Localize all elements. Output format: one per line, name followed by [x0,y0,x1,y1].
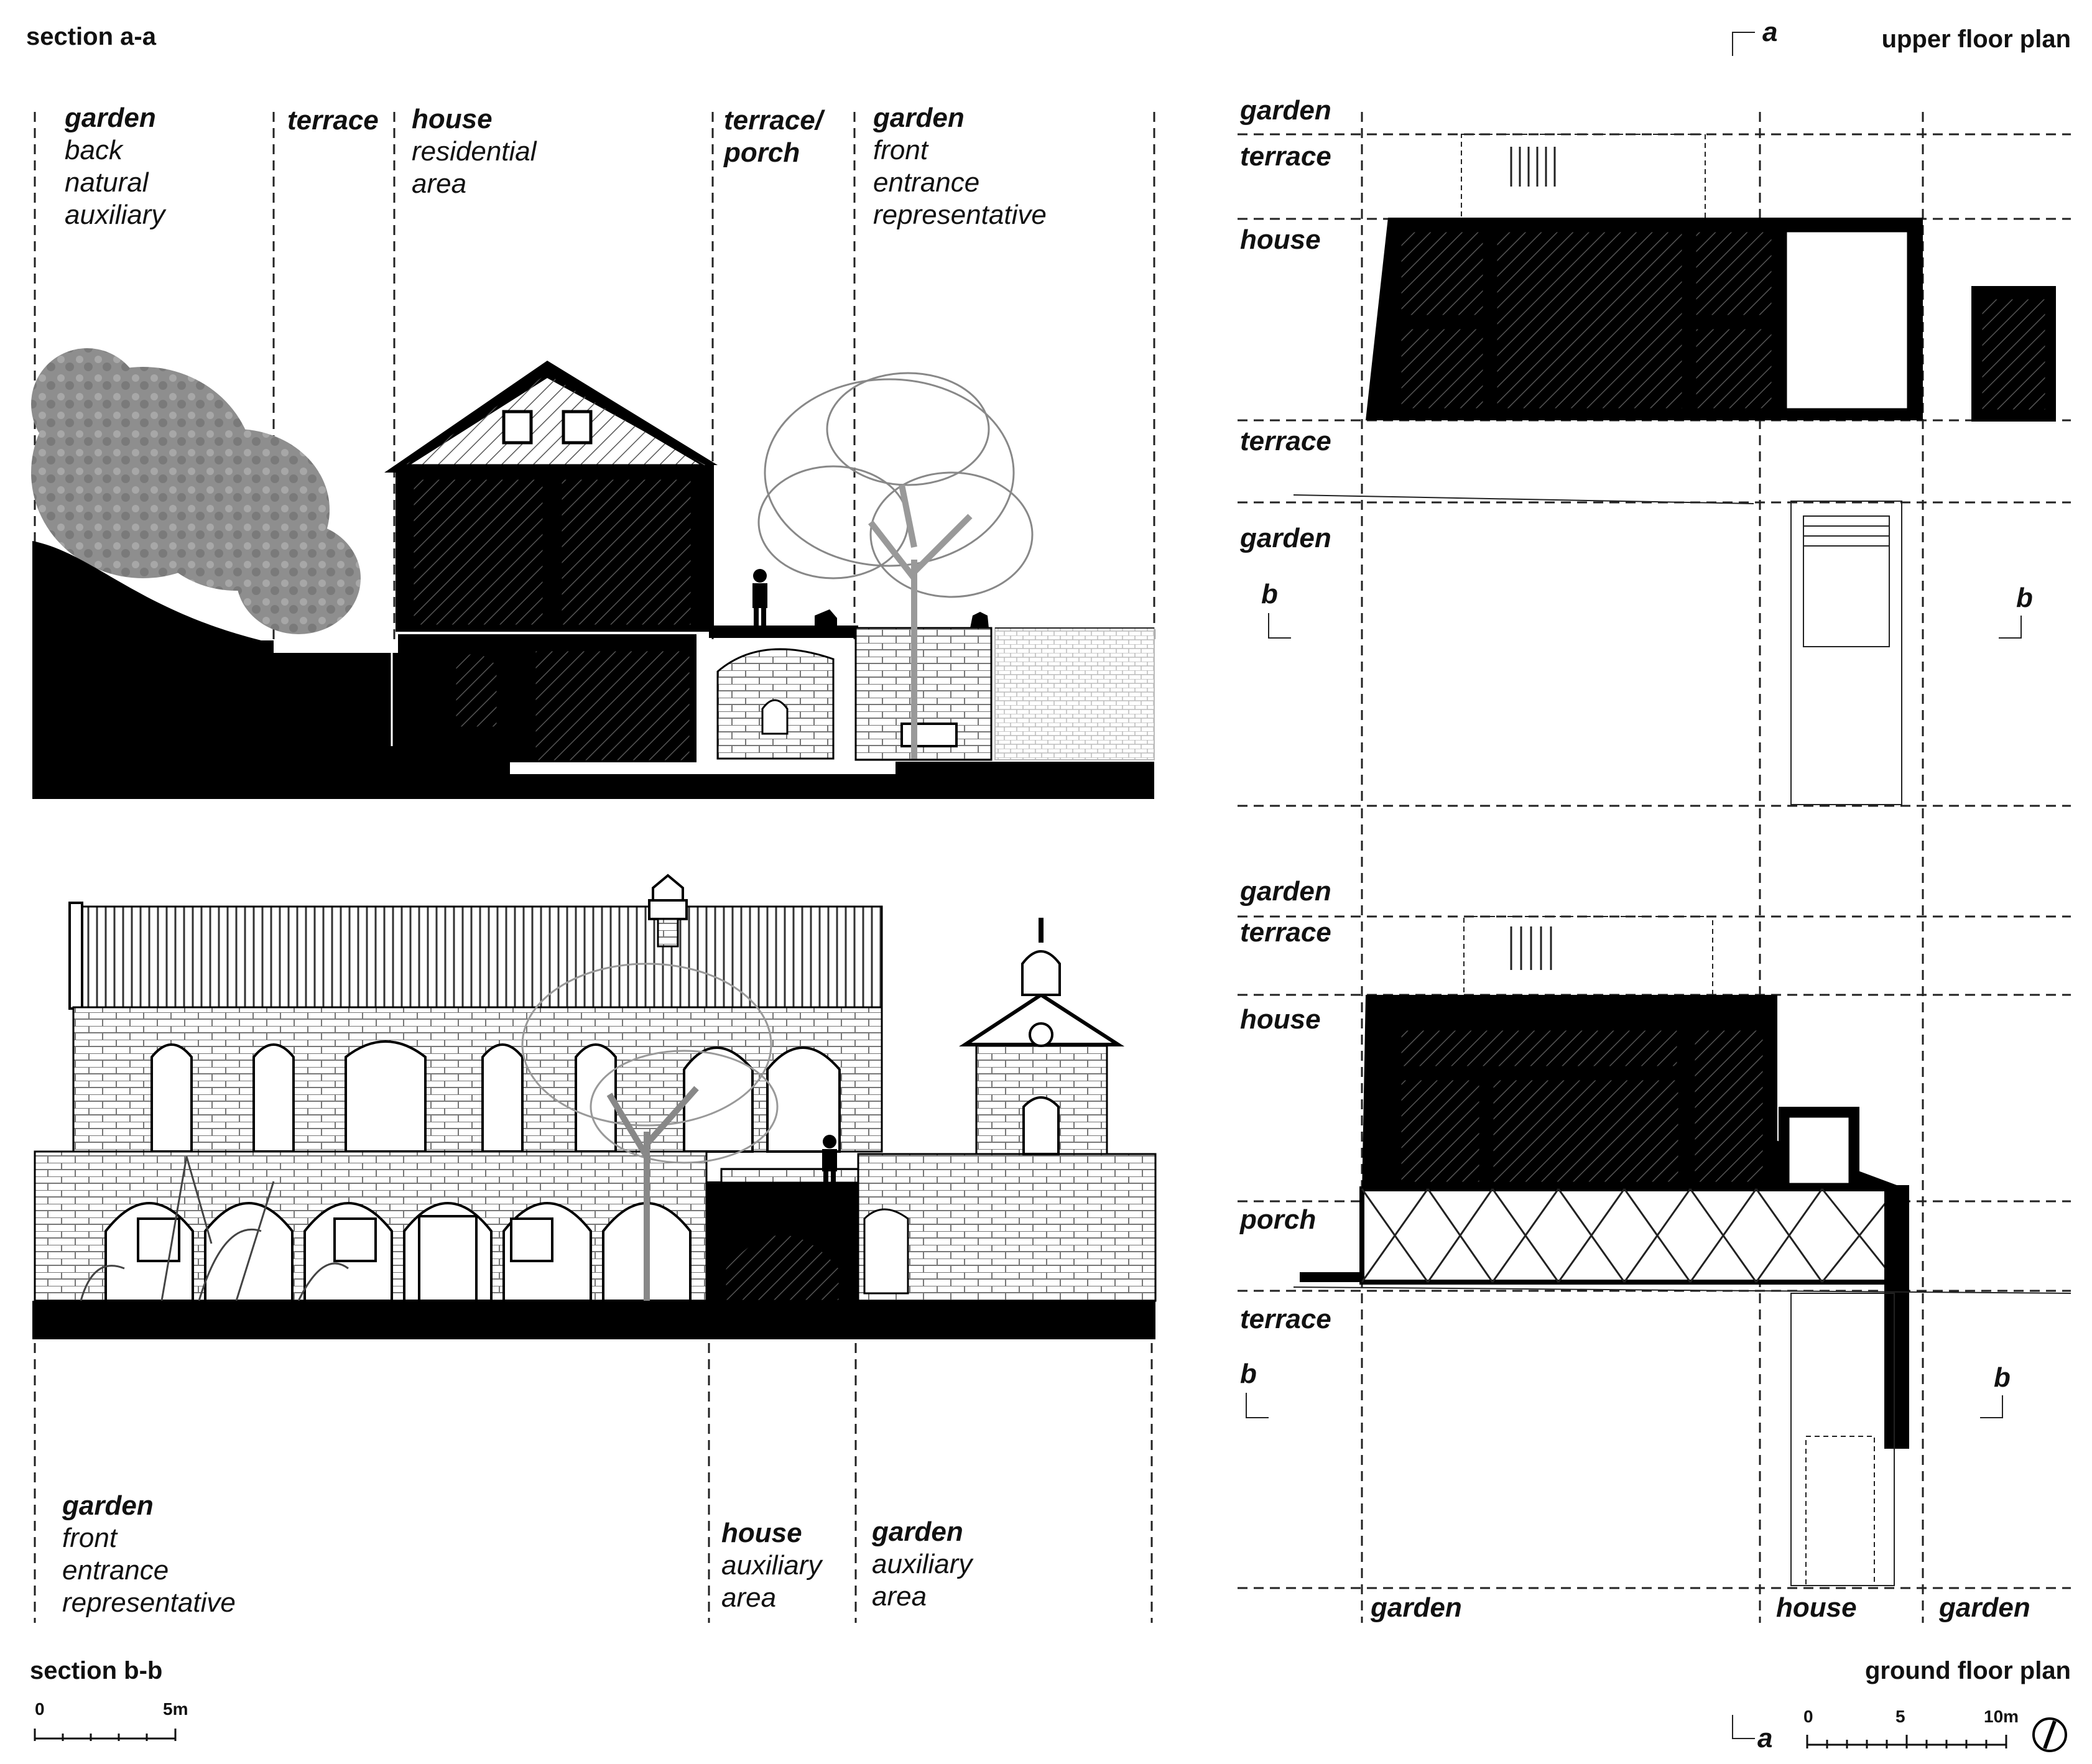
marker-b-left: b [1261,579,1278,609]
section-bb-zone-garden-auxiliary: garden auxiliary area [871,1517,974,1612]
upper-row-terrace: terrace [1240,141,1331,172]
upper-row-garden-2: garden [1239,523,1331,553]
ground-col-garden-2: garden [1938,1592,2030,1623]
section-bb-title: section b-b [30,1657,162,1684]
marker-b-right-2: b [1994,1362,2011,1393]
scale-bar-plan: 0 5 10m [1803,1707,2019,1748]
upper-plan-grid [1238,112,2071,807]
upper-floor-plan-title: upper floor plan [1882,25,2071,53]
human-figure-icon [752,569,767,627]
svg-text:area: area [412,169,466,199]
section-aa-title: section a-a [26,23,157,50]
svg-text:representative: representative [62,1587,236,1618]
marker-a-top: a [1762,17,1777,47]
svg-text:house: house [412,104,493,134]
section-bb-axes [34,1343,1153,1623]
svg-text:front: front [873,135,929,165]
marker-a-bottom: a [1757,1723,1772,1753]
marker-b-right: b [2016,583,2033,613]
ground-col-house: house [1776,1592,1857,1623]
svg-text:auxiliary: auxiliary [65,200,167,230]
svg-text:area: area [721,1582,776,1613]
ground-row-terrace: terrace [1240,917,1331,948]
section-bb: garden front entrance representative hou… [32,874,1157,1623]
svg-text:garden: garden [872,103,965,133]
ground-floor-plan: garden terrace house porch terrace garde… [1238,808,2071,1753]
tree-icon [31,348,361,634]
terrain-back [32,541,1154,799]
section-aa-porch [709,609,1155,761]
section-aa-zone-terrace-porch: terrace/ porch [723,105,826,168]
svg-text:back: back [65,135,124,165]
upper-row-garden: garden [1239,95,1331,126]
shrubs [80,1156,349,1301]
svg-text:garden: garden [64,103,156,133]
section-aa-house [384,361,718,762]
upper-row-terrace-2: terrace [1240,426,1331,456]
ground-col-garden: garden [1370,1592,1462,1623]
svg-text:garden: garden [871,1517,963,1547]
tree-icon [757,372,1034,759]
upper-row-house: house [1240,224,1321,255]
chimney-lantern [648,874,688,948]
svg-text:0: 0 [1803,1707,1813,1726]
svg-text:natural: natural [65,167,149,198]
human-figure-icon [822,1135,837,1190]
section-aa-zone-garden-front: garden front entrance representative [872,103,1047,230]
svg-text:house: house [721,1518,802,1548]
section-bb-zone-house: house auxiliary area [721,1518,823,1613]
section-aa: garden back natural auxiliary terrace ho… [31,103,1155,799]
svg-text:auxiliary: auxiliary [721,1550,823,1581]
ground-floor-plan-title: ground floor plan [1865,1657,2071,1684]
svg-text:5: 5 [1895,1707,1905,1726]
tree-icon [521,963,779,1301]
north-arrow-icon [2032,1717,2067,1752]
svg-text:residential: residential [412,136,537,167]
section-aa-zone-terrace: terrace [287,105,379,136]
section-aa-zone-garden-back: garden back natural auxiliary [64,103,167,230]
section-aa-zone-house: house residential area [412,104,537,199]
ground-row-house: house [1240,1004,1321,1035]
svg-text:porch: porch [723,137,800,168]
ground-row-garden: garden [1239,876,1331,907]
marker-b-left-2: b [1240,1359,1257,1389]
svg-text:0: 0 [35,1699,45,1719]
ground-row-porch: porch [1239,1204,1316,1235]
svg-text:5m: 5m [163,1699,188,1719]
svg-text:entrance: entrance [873,167,979,198]
upper-floor-plan: garden terrace house terrace garden b b … [1238,17,2071,807]
svg-text:entrance: entrance [62,1555,169,1586]
svg-text:10m: 10m [1984,1707,2019,1726]
section-bb-zone-garden-front: garden front entrance representative [62,1490,236,1618]
svg-text:auxiliary: auxiliary [872,1549,974,1579]
svg-text:front: front [62,1523,118,1553]
svg-text:representative: representative [873,200,1047,230]
scale-bar-section: 0 5m [34,1699,188,1741]
svg-text:terrace/: terrace/ [724,105,826,136]
arcade [104,1202,692,1302]
ground-row-terrace-2: terrace [1240,1304,1331,1334]
upper-windows [150,1040,841,1153]
chapel [958,918,1125,1155]
svg-text:garden: garden [62,1490,154,1521]
svg-text:area: area [872,1581,927,1612]
